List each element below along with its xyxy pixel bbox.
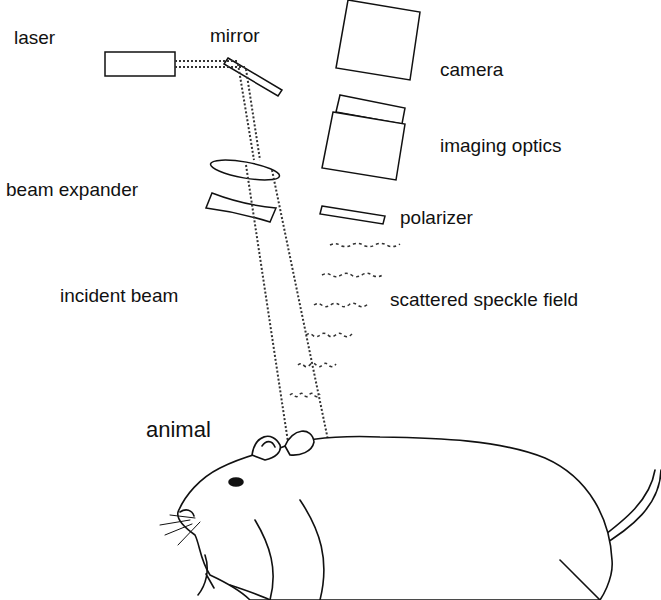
speckle-wave [322, 273, 384, 276]
part-label: scattered speckle field [390, 290, 578, 311]
camera-body [336, 0, 420, 80]
part-label: polarizer [400, 208, 473, 229]
part-label: imaging optics [440, 136, 561, 157]
laser-beam [175, 61, 328, 442]
speckle-wave [290, 393, 320, 396]
rat-illustration [160, 431, 661, 600]
convex-lens [209, 156, 281, 184]
mirror [224, 58, 282, 96]
part-label: laser [14, 28, 55, 49]
laser-body [105, 52, 175, 76]
part-label: beam expander [6, 180, 138, 201]
part-label: incident beam [60, 286, 178, 307]
speckle-wave [306, 333, 352, 336]
part-label: animal [146, 418, 211, 442]
part-label: camera [440, 60, 503, 81]
part-label: mirror [210, 26, 260, 47]
speckle-wave [330, 243, 400, 246]
speckle-wave [298, 363, 336, 366]
polarizer-plate [320, 206, 385, 224]
speckle-wave [314, 303, 368, 306]
speckle-wavefronts [290, 243, 400, 396]
optics-barrel [322, 112, 405, 180]
concave-lens [206, 193, 276, 222]
